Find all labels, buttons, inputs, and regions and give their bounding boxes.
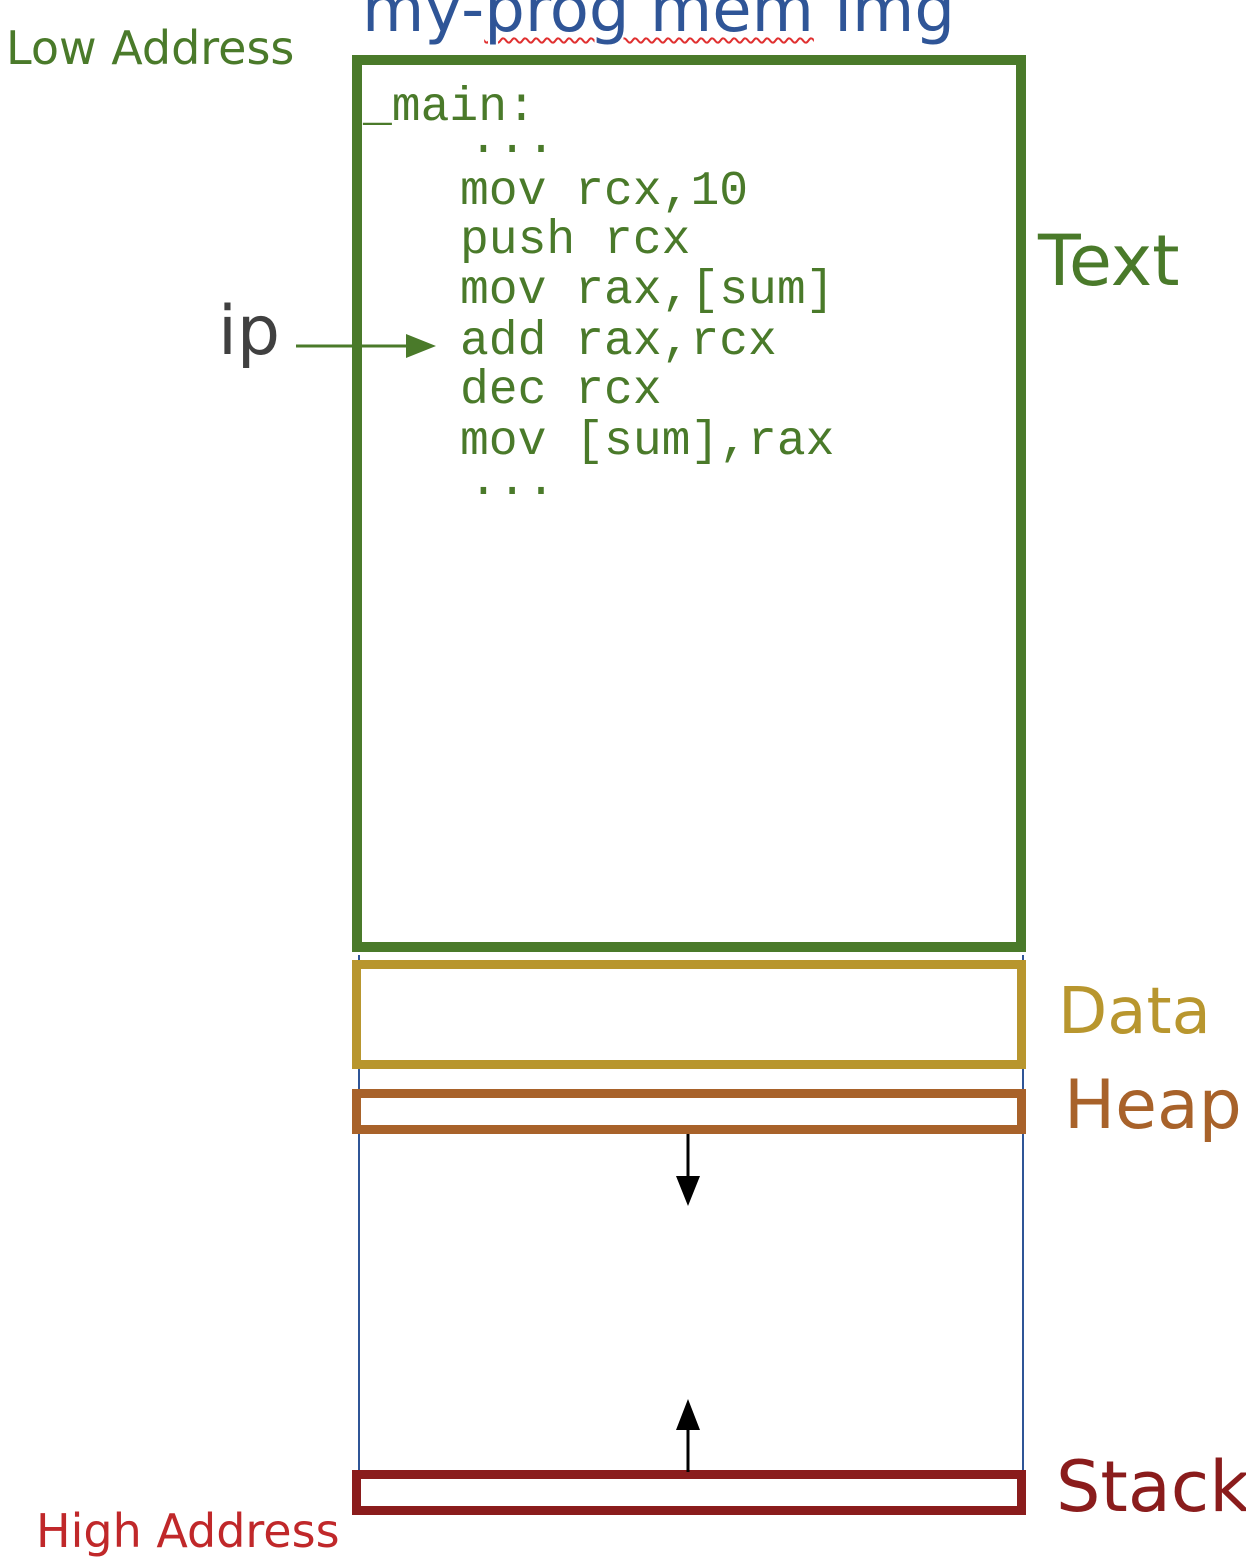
code-ellipsis-bottom: ...: [469, 455, 556, 509]
address-space-outline: [358, 955, 1024, 1515]
code-line: push rcx: [460, 214, 691, 268]
stack-segment-box: [352, 1470, 1026, 1515]
text-segment-label: Text: [1038, 220, 1180, 302]
ip-arrow: [296, 334, 436, 358]
stack-segment-label: Stack: [1056, 1446, 1246, 1528]
high-address-label: High Address: [36, 1504, 340, 1558]
ip-label: ip: [218, 292, 281, 371]
code-line: dec rcx: [460, 364, 662, 418]
data-segment-label: Data: [1058, 975, 1211, 1049]
heap-segment-box: [352, 1089, 1026, 1134]
title-underlined: prog mem: [484, 0, 814, 47]
title-prefix: my-: [362, 0, 485, 47]
code-ellipsis-top: ...: [469, 113, 556, 167]
stack-growth-arrow: [676, 1399, 700, 1472]
code-line: mov rax,[sum]: [460, 264, 835, 318]
heap-growth-arrow: [676, 1134, 700, 1206]
code-main-label: _main:: [363, 81, 536, 135]
heap-segment-label: Heap: [1064, 1066, 1242, 1145]
text-segment-box: [352, 55, 1026, 952]
code-line: mov [sum],rax: [460, 415, 835, 469]
data-segment-box: [352, 960, 1026, 1069]
code-line: mov rcx,10: [460, 165, 749, 219]
diagram-title: my-prog mem img: [362, 0, 955, 42]
low-address-label: Low Address: [6, 21, 295, 75]
title-suffix: img: [813, 0, 955, 47]
code-line-current: add rax,rcx: [460, 315, 777, 369]
